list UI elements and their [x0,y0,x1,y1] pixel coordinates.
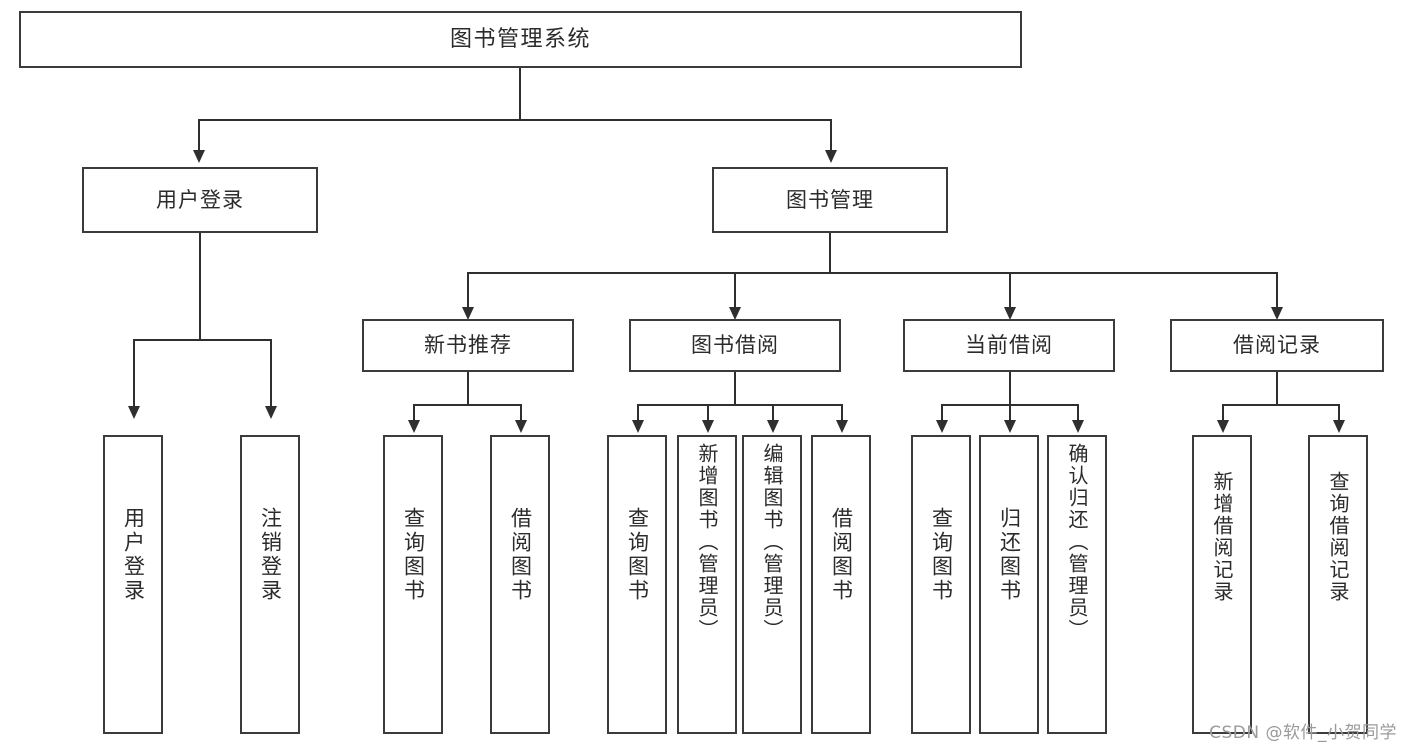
connector-current-borrow-stem [1009,372,1011,405]
node-label: 查询图书 [929,507,954,603]
connector-bm-to-new-book [467,272,469,308]
connector-root-bus [198,119,832,121]
arrow-bm-to-current-borrow [1004,307,1016,320]
node-label: 图书借阅 [691,333,779,358]
node-label: 查询图书 [625,507,650,603]
node-label: 查询借阅记录 [1326,471,1350,603]
node-label: 用户登录 [121,507,146,603]
leaf-add-book-admin[interactable]: 新增图书（管理员） [677,435,737,734]
node-label: 新增借阅记录 [1210,471,1234,603]
node-label: 新书推荐 [424,333,512,358]
node-label: 归还图书 [997,507,1022,603]
node-label: 借阅图书 [829,507,854,603]
node-label: 新增图书（管理员） [695,443,719,641]
node-borrow-record[interactable]: 借阅记录 [1170,319,1384,372]
leaf-query-book-borrow[interactable]: 查询图书 [607,435,667,734]
arrow-root-to-user-login [193,150,205,163]
node-label: 借阅图书 [508,507,533,603]
connector-br-to-leaf-1 [1222,404,1224,421]
connector-bm-to-current-borrow [1009,272,1011,308]
leaf-user-logout[interactable]: 注销登录 [240,435,300,734]
arrow-bm-to-borrow-record [1271,307,1283,320]
leaf-query-borrow-record[interactable]: 查询借阅记录 [1308,435,1368,734]
arrow-cb-to-leaf-1 [936,420,948,433]
arrow-root-to-book-management [825,150,837,163]
connector-br-to-leaf-2 [1338,404,1340,421]
connector-bb-to-leaf-4 [841,404,843,421]
connector-root-to-book-management [830,119,832,151]
connector-new-book-bus [413,404,521,406]
arrow-bb-to-leaf-2 [702,420,714,433]
connector-root-stem [519,68,521,120]
arrow-cb-to-leaf-2 [1004,420,1016,433]
connector-cb-to-leaf-1 [941,404,943,421]
connector-new-book-stem [467,372,469,405]
connector-bm-to-book-borrow [734,272,736,308]
leaf-borrow-book[interactable]: 借阅图书 [811,435,871,734]
node-label: 用户登录 [156,187,244,212]
connector-book-borrow-bus [637,404,842,406]
leaf-confirm-return-admin[interactable]: 确认归还（管理员） [1047,435,1107,734]
node-label: 图书管理 [786,187,874,212]
leaf-return-book[interactable]: 归还图书 [979,435,1039,734]
node-user-login[interactable]: 用户登录 [82,167,318,233]
connector-user-login-bus [133,339,271,341]
connector-borrow-record-stem [1276,372,1278,405]
node-label: 查询图书 [401,507,426,603]
connector-book-borrow-stem [734,372,736,405]
connector-cb-to-leaf-3 [1077,404,1079,421]
node-label: 借阅记录 [1233,333,1321,358]
arrow-bb-to-leaf-3 [767,420,779,433]
connector-user-login-to-leaf-1 [133,339,135,407]
connector-cb-to-leaf-2 [1009,404,1011,421]
arrow-user-login-to-leaf-1 [128,406,140,419]
connector-bb-to-leaf-3 [772,404,774,421]
connector-borrow-record-bus [1222,404,1338,406]
arrow-bb-to-leaf-4 [836,420,848,433]
arrow-cb-to-leaf-3 [1072,420,1084,433]
node-label: 编辑图书（管理员） [760,443,784,641]
connector-nb-to-leaf-2 [520,404,522,421]
arrow-nb-to-leaf-2 [515,420,527,433]
connector-bm-to-borrow-record [1276,272,1278,308]
node-book-management[interactable]: 图书管理 [712,167,948,233]
connector-book-management-stem [829,233,831,273]
arrow-br-to-leaf-2 [1333,420,1345,433]
leaf-edit-book-admin[interactable]: 编辑图书（管理员） [742,435,802,734]
arrow-user-login-to-leaf-2 [265,406,277,419]
connector-bb-to-leaf-1 [637,404,639,421]
connector-bb-to-leaf-2 [707,404,709,421]
connector-user-login-to-leaf-2 [270,339,272,407]
arrow-br-to-leaf-1 [1217,420,1229,433]
leaf-query-book-current[interactable]: 查询图书 [911,435,971,734]
node-label: 确认归还（管理员） [1065,443,1089,641]
arrow-bm-to-book-borrow [729,307,741,320]
leaf-borrow-book-recommend[interactable]: 借阅图书 [490,435,550,734]
node-label: 图书管理系统 [449,26,591,52]
node-root-book-management-system[interactable]: 图书管理系统 [19,11,1022,68]
node-label: 注销登录 [258,507,283,603]
node-label: 当前借阅 [965,333,1053,358]
arrow-nb-to-leaf-1 [408,420,420,433]
connector-root-to-user-login [198,119,200,151]
connector-nb-to-leaf-1 [413,404,415,421]
node-new-book-recommend[interactable]: 新书推荐 [362,319,574,372]
leaf-add-borrow-record[interactable]: 新增借阅记录 [1192,435,1252,734]
connector-book-management-bus [467,272,1278,274]
leaf-user-login[interactable]: 用户登录 [103,435,163,734]
arrow-bb-to-leaf-1 [632,420,644,433]
arrow-bm-to-new-book [462,307,474,320]
node-book-borrow[interactable]: 图书借阅 [629,319,841,372]
connector-user-login-stem [199,233,201,340]
leaf-query-book-recommend[interactable]: 查询图书 [383,435,443,734]
node-current-borrow[interactable]: 当前借阅 [903,319,1115,372]
